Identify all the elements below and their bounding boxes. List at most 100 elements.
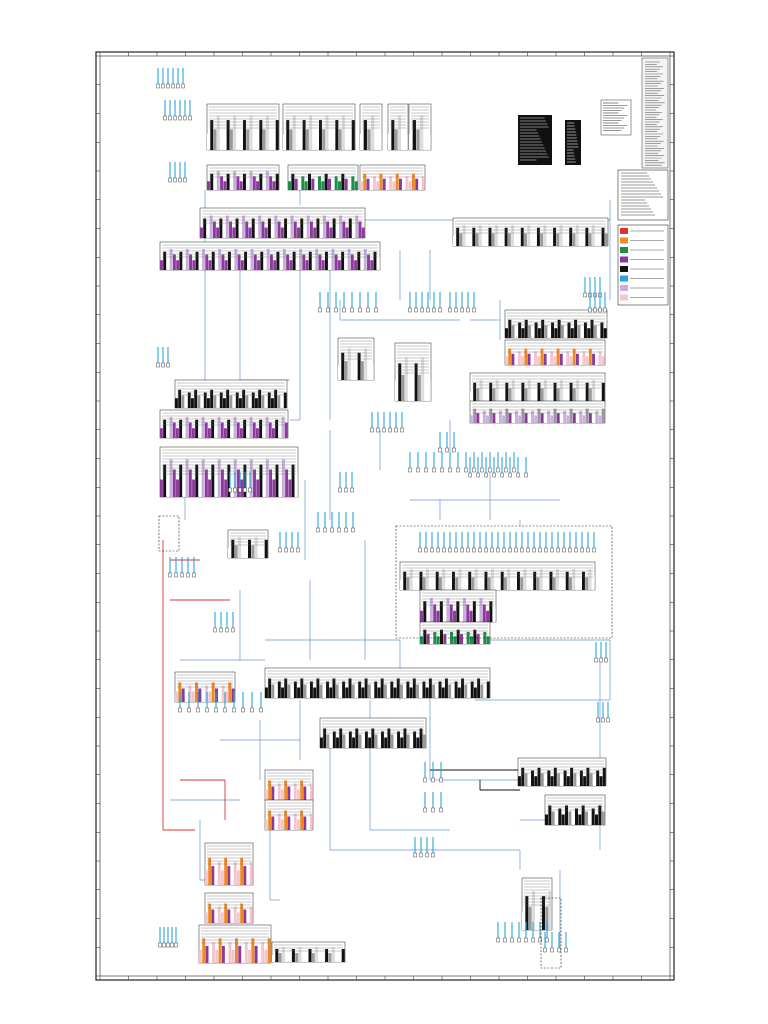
terminal-pin <box>466 307 470 313</box>
pin-column <box>224 479 228 497</box>
pin-column <box>255 224 258 238</box>
pin-column <box>492 607 496 622</box>
pin-column <box>482 230 485 246</box>
pin-column <box>269 469 273 497</box>
pin-column <box>338 365 341 380</box>
pin-column <box>603 328 607 338</box>
pin-column <box>601 382 605 401</box>
pin-column <box>404 357 408 401</box>
pin-column <box>345 227 349 238</box>
pin-column <box>553 767 557 786</box>
pin-column <box>208 934 212 963</box>
pin-column <box>511 380 515 401</box>
pin-column <box>393 687 397 698</box>
terminal-pin <box>544 547 548 553</box>
pin-column <box>409 133 413 150</box>
pin-column <box>391 120 395 150</box>
pin-column <box>290 807 294 830</box>
pin-column <box>245 395 249 408</box>
pin-column <box>341 115 345 150</box>
pin-cluster <box>168 557 196 578</box>
pin-column <box>479 406 483 423</box>
pin-cluster <box>423 762 443 783</box>
pin-column <box>592 406 596 423</box>
pin-column <box>258 215 262 238</box>
pin-column <box>393 725 397 748</box>
terminal-pin <box>394 427 398 433</box>
terminal-pin <box>512 467 516 473</box>
pin-column <box>316 678 320 698</box>
pin-column <box>256 479 260 497</box>
terminal-pin <box>556 547 560 553</box>
terminal-pin <box>436 547 440 553</box>
pin-column <box>547 317 551 338</box>
pin-column <box>408 181 412 190</box>
pin-column <box>456 629 460 644</box>
pin-column <box>220 469 224 497</box>
pin-column <box>420 115 424 150</box>
pin-column <box>446 598 450 622</box>
pin-column <box>350 254 354 270</box>
pin-column <box>232 387 236 408</box>
pin-column <box>578 230 582 246</box>
connector-block <box>287 164 359 191</box>
pin-column <box>507 569 511 590</box>
pin-column <box>458 569 462 590</box>
pin-column <box>479 598 483 622</box>
pin-column <box>303 816 307 830</box>
pin-column <box>398 115 401 150</box>
pin-column <box>331 947 335 962</box>
pin-column <box>217 459 221 497</box>
pin-column <box>456 601 460 622</box>
pin-column <box>369 171 373 190</box>
pin-column <box>172 254 176 270</box>
terminal-pin <box>564 947 568 953</box>
terminal-pin <box>166 942 170 948</box>
pin-column <box>185 679 188 702</box>
terminal-pin <box>166 362 170 368</box>
pin-column <box>222 224 226 238</box>
terminal-pin <box>508 547 512 553</box>
drawing-frame <box>95 51 675 981</box>
pin-column <box>310 221 313 238</box>
terminal-pin <box>214 707 218 713</box>
terminal-pin <box>278 547 282 553</box>
pin-cluster <box>338 472 354 493</box>
pin-column <box>426 634 430 644</box>
pin-column <box>181 395 185 408</box>
pin-column <box>208 260 212 270</box>
pin-column <box>249 171 253 190</box>
pin-column <box>468 571 472 590</box>
pin-column <box>504 577 507 590</box>
pin-column <box>547 385 551 401</box>
pin-cluster <box>158 927 178 948</box>
terminal-pin <box>400 427 404 433</box>
pin-column <box>208 428 211 438</box>
pin-column <box>591 225 595 246</box>
pin-column <box>569 356 573 365</box>
pin-column <box>510 574 514 590</box>
pin-column <box>185 459 189 497</box>
pin-column <box>495 406 499 423</box>
pin-column <box>545 814 548 825</box>
pin-column <box>489 382 493 401</box>
pin-column <box>206 224 210 238</box>
pin-column <box>246 900 250 923</box>
pin-column <box>258 542 261 558</box>
pin-column <box>240 260 244 270</box>
pin-column <box>345 124 349 150</box>
pin-column <box>200 387 204 408</box>
pin-column <box>278 474 282 497</box>
pin-column <box>432 580 436 590</box>
pin-column <box>217 417 221 438</box>
pin-column <box>414 363 418 401</box>
pin-column <box>284 810 288 830</box>
pin-column <box>498 385 502 401</box>
pin-column <box>255 398 258 408</box>
pin-column <box>351 176 355 190</box>
pin-column <box>335 224 339 238</box>
pin-column <box>355 675 358 698</box>
pin-column <box>256 181 260 190</box>
pin-column <box>211 866 215 885</box>
pin-column <box>569 408 573 423</box>
